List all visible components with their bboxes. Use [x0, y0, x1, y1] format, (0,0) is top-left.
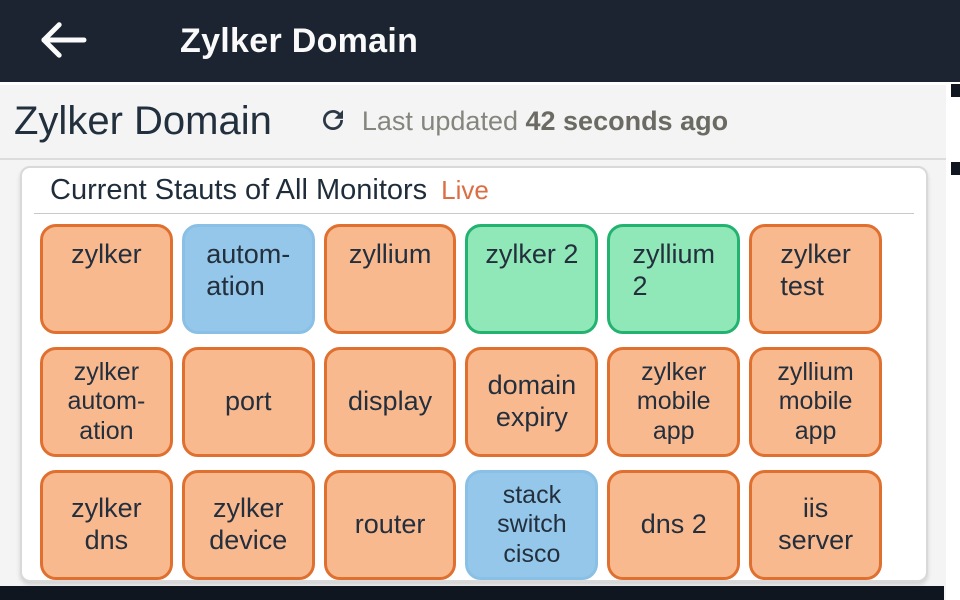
monitor-tile[interactable]: router — [323, 470, 457, 580]
monitor-name: zylker test — [780, 239, 851, 301]
monitor-name: zyllium — [348, 239, 432, 269]
monitor-name: zylker device — [209, 493, 288, 555]
monitor-tile[interactable]: display — [323, 347, 457, 457]
monitor-tile[interactable]: zylker device — [181, 470, 315, 580]
monitor-tile[interactable]: dns 2 — [607, 470, 741, 580]
page-header: Zylker Domain Last updated 42 seconds ag… — [0, 82, 946, 160]
monitor-name: zylker dns — [71, 493, 142, 555]
system-navigation-bar — [0, 586, 944, 600]
monitor-tile[interactable]: zylker autom- ation — [40, 347, 173, 457]
monitor-tile[interactable]: zylker dns — [40, 470, 173, 580]
monitor-tile[interactable]: port — [181, 347, 315, 457]
scrollbar-thumb[interactable] — [951, 162, 960, 175]
monitor-tile[interactable]: stack switch cisco — [465, 470, 599, 580]
arrow-left-icon — [37, 19, 89, 64]
monitor-name: iis server — [778, 493, 854, 555]
monitor-tile[interactable]: zylker test — [749, 224, 882, 334]
monitor-name: zylker autom- ation — [67, 357, 146, 445]
monitor-name: domain expiry — [487, 370, 577, 432]
last-updated-value: 42 seconds ago — [525, 106, 729, 136]
monitor-tile[interactable]: domain expiry — [465, 347, 599, 457]
app-bar: Zylker Domain — [0, 0, 960, 82]
monitor-name: zyllium mobile app — [777, 357, 854, 445]
monitor-tile[interactable]: zyllium mobile app — [749, 347, 882, 457]
card-title: Current Stauts of All Monitors — [50, 174, 428, 206]
monitor-tile[interactable]: zyllium — [323, 224, 457, 334]
monitor-tile[interactable]: zyllium 2 — [607, 224, 741, 334]
page-title: Zylker Domain — [14, 99, 272, 143]
monitors-grid: zylker autom- ation zyllium zylker 2 zyllium… — [22, 214, 926, 580]
monitors-card: Current Stauts of All Monitors Live zylk… — [20, 166, 928, 582]
monitor-tile[interactable]: zylker 2 — [465, 224, 599, 334]
monitor-name: autom- ation — [206, 239, 291, 301]
monitor-name: zylker mobile app — [636, 357, 711, 445]
scrollbar-thumb[interactable] — [951, 84, 960, 97]
card-header: Current Stauts of All Monitors Live — [34, 168, 914, 214]
monitor-tile[interactable]: autom- ation — [181, 224, 315, 334]
live-badge: Live — [441, 175, 489, 205]
refresh-icon — [318, 110, 348, 138]
last-updated-label: Last updated — [361, 106, 518, 136]
monitor-name: zylker — [71, 239, 142, 269]
monitor-tile[interactable]: zylker mobile app — [607, 347, 741, 457]
app-bar-title: Zylker Domain — [180, 21, 419, 60]
monitor-name: dns 2 — [640, 509, 707, 540]
monitor-name: display — [348, 386, 433, 417]
monitor-name: port — [224, 386, 272, 417]
scrollbar-track[interactable] — [946, 82, 960, 600]
monitor-name: zylker 2 — [485, 239, 579, 269]
monitor-tile[interactable]: iis server — [749, 470, 882, 580]
monitor-tile[interactable]: zylker — [40, 224, 173, 334]
monitor-name: zyllium 2 — [632, 239, 715, 301]
last-updated-text: Last updated 42 seconds ago — [362, 106, 728, 137]
monitor-name: router — [354, 509, 426, 540]
back-button[interactable] — [34, 17, 92, 65]
refresh-button[interactable] — [316, 105, 350, 139]
monitor-name: stack switch cisco — [497, 480, 567, 568]
